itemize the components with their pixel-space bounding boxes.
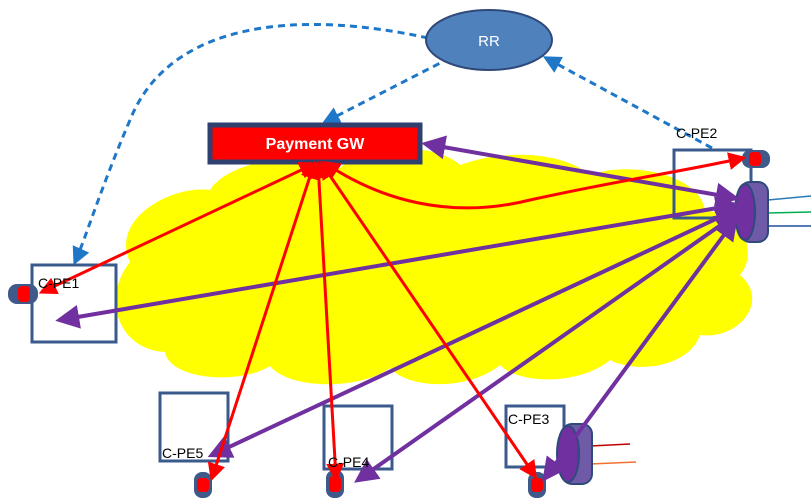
red-link-cpe2 <box>322 152 747 210</box>
red-link-cpe3 <box>319 161 538 479</box>
pe-labels: C-PE1 C-PE2 C-PE3 C-PE4 C-PE5 <box>38 125 717 470</box>
cpe5-port <box>194 472 212 498</box>
cpe1-port <box>8 284 38 304</box>
red-links <box>38 152 747 482</box>
payment-gw-label: Payment GW <box>266 136 366 153</box>
cpe3-label: C-PE3 <box>508 411 549 427</box>
payment-gw-node[interactable]: Payment GW <box>207 122 423 165</box>
cpe4-label: C-PE4 <box>328 454 369 470</box>
cpe2-ce-device <box>734 181 811 243</box>
red-link-cpe5 <box>207 160 319 482</box>
cpe5-label: C-PE5 <box>162 445 203 461</box>
cpe3-port <box>528 472 546 498</box>
rr-label: RR <box>478 33 500 50</box>
rr-to-gw-link <box>321 56 451 124</box>
cpe1-label: C-PE1 <box>38 275 79 291</box>
rr-node[interactable]: RR <box>425 9 553 71</box>
cpe3-ce-device <box>556 423 637 485</box>
rr-to-cpe2-link <box>542 56 713 150</box>
purple-link-cpe3 <box>542 216 738 482</box>
cpe2-port <box>742 150 770 168</box>
cpe2-label: C-PE2 <box>676 125 717 141</box>
